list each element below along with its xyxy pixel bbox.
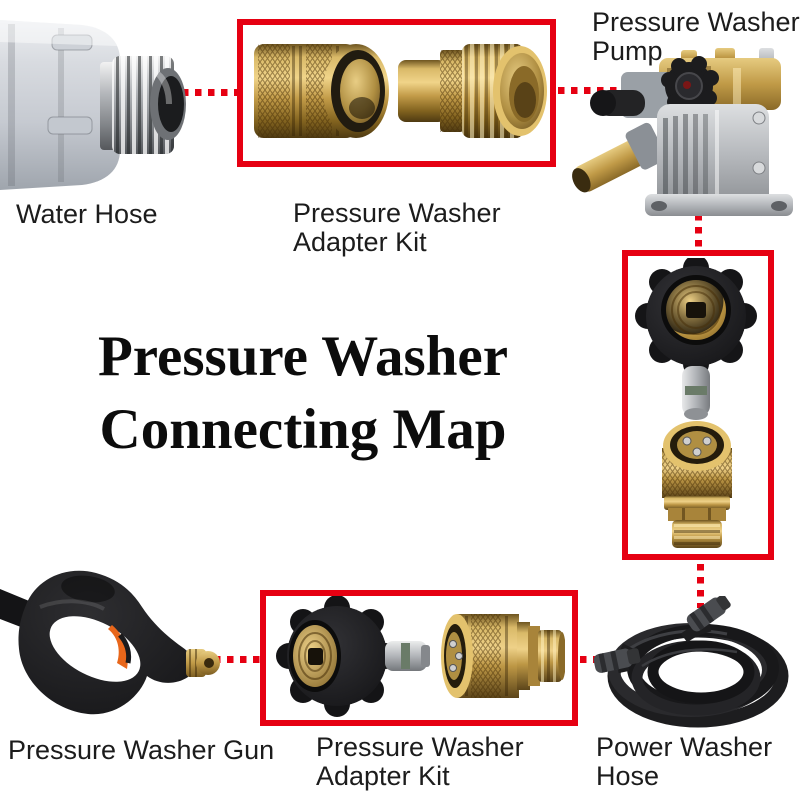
label-power-hose-line-1: Power Washer bbox=[596, 732, 773, 762]
m22-adapter-set-image bbox=[635, 258, 757, 548]
gun-brass-tip bbox=[186, 649, 220, 677]
connector-pump-m22set bbox=[695, 214, 702, 252]
label-adapter-kit-bottom-line-1: Pressure Washer bbox=[316, 732, 524, 762]
adapter-kit-bottom-image bbox=[276, 596, 565, 717]
brass-coupler-front bbox=[662, 421, 732, 548]
hose-opening bbox=[158, 76, 184, 132]
brass-coupler-side bbox=[441, 614, 565, 698]
water-hose-image bbox=[0, 20, 186, 190]
m22-nipple bbox=[682, 366, 710, 420]
label-adapter-kit-top-line-1: Pressure Washer bbox=[293, 198, 501, 228]
gun-image bbox=[0, 570, 220, 715]
pump-knob bbox=[661, 56, 719, 110]
label-pump: Pressure Washer Pump bbox=[592, 8, 800, 66]
pump-image bbox=[572, 48, 793, 216]
connector-m22set-hose bbox=[697, 564, 704, 608]
highlight-box-adapter-kit-bottom bbox=[260, 590, 578, 726]
hose-fitting-left bbox=[593, 648, 641, 673]
label-power-hose-line-2: Hose bbox=[596, 761, 660, 791]
label-power-hose: Power Washer Hose bbox=[596, 733, 800, 791]
label-water-hose: Water Hose bbox=[16, 199, 158, 229]
connector-waterhose-adapterkit bbox=[182, 89, 238, 96]
pump-body bbox=[645, 104, 793, 216]
hose-fitting-top bbox=[686, 596, 731, 632]
title-line-2: Connecting Map bbox=[99, 398, 507, 461]
title-line-1: Pressure Washer bbox=[97, 325, 509, 388]
pump-outlet-tube bbox=[572, 122, 667, 193]
adapter-kit-top-image bbox=[254, 44, 547, 138]
label-gun: Pressure Washer Gun bbox=[8, 735, 275, 765]
highlight-box-adapter-kit-top bbox=[237, 19, 556, 167]
connector-gun-adapterkit bbox=[214, 656, 260, 663]
hose-coupler-body bbox=[0, 20, 120, 190]
label-adapter-kit-bottom-line-2: Adapter Kit bbox=[316, 761, 450, 791]
hose-coil bbox=[607, 620, 789, 728]
power-hose-image bbox=[593, 596, 789, 728]
gun-trigger bbox=[108, 625, 128, 669]
page-title: Pressure Washer Connecting Map bbox=[48, 320, 558, 466]
highlight-box-m22-adapter-set bbox=[622, 250, 774, 560]
quick-connect-coupler bbox=[254, 44, 389, 138]
m22-swivel-side bbox=[276, 596, 430, 717]
label-adapter-kit-bottom: Pressure Washer Adapter Kit bbox=[316, 733, 546, 791]
label-adapter-kit-top-line-2: Adapter Kit bbox=[293, 227, 427, 257]
garden-hose-adapter bbox=[398, 44, 547, 138]
label-adapter-kit-top: Pressure Washer Adapter Kit bbox=[293, 199, 523, 257]
label-pump-line-1: Pressure Washer bbox=[592, 7, 800, 37]
label-pump-line-2: Pump bbox=[592, 36, 663, 66]
m22-swivel-front bbox=[635, 258, 757, 377]
